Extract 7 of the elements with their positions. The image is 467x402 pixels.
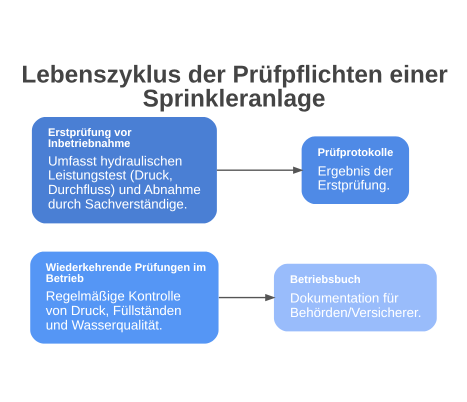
node-box: Wiederkehrende Prüfungen im Betrieb Regelmäßige Kontrolle von Druck, Füllständen und Wasserqualität. — [30, 251, 219, 344]
diagram-title: Lebenszyklus der Prüfpflichten einer Sprinkleranlage — [21, 60, 448, 112]
node-box: Betriebsbuch Dokumentation für Behörden/Versicherer. — [274, 263, 437, 331]
arrow — [218, 293, 276, 301]
node-box: Erstprüfung vor Inbetriebnahme Umfasst hydraulischen Leistungstest (Druck, Durchfluss) und Abnahme durch Sachverständige. — [32, 116, 217, 223]
arrow — [216, 166, 304, 174]
node-box: Prüfprotokolle Ergebnis der Erstprüfung. — [302, 136, 410, 204]
